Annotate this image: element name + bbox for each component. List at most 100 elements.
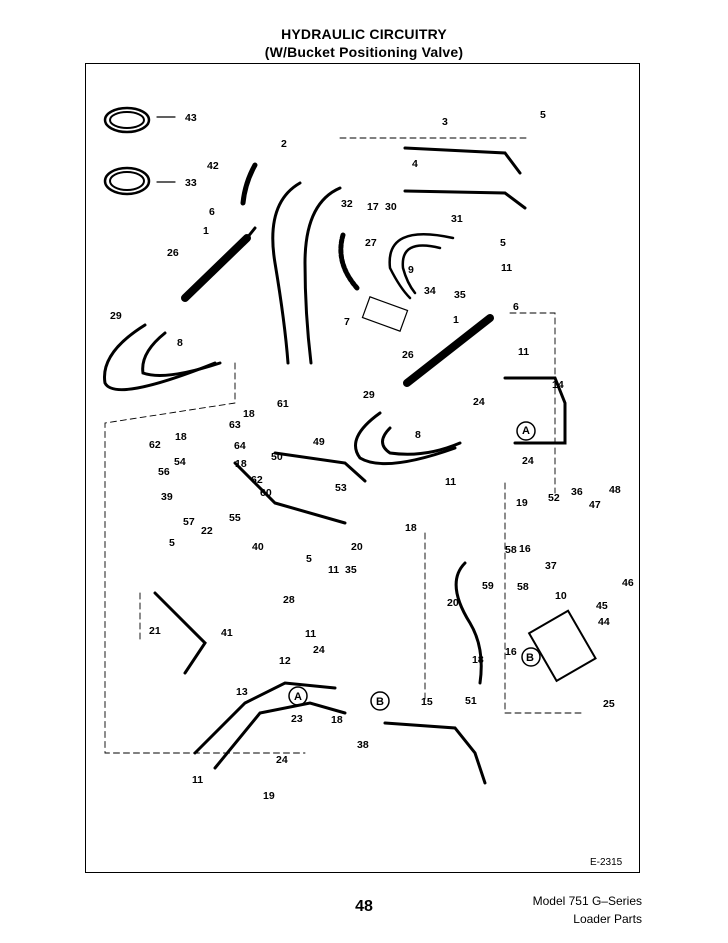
- svg-text:1: 1: [453, 314, 459, 326]
- svg-text:29: 29: [363, 389, 375, 401]
- svg-text:22: 22: [201, 525, 213, 537]
- svg-text:24: 24: [276, 754, 288, 766]
- svg-text:9: 9: [408, 264, 414, 276]
- svg-text:35: 35: [454, 289, 466, 301]
- svg-text:20: 20: [351, 541, 363, 553]
- svg-text:11: 11: [518, 346, 529, 358]
- diagram-subtitle: (W/Bucket Positioning Valve): [264, 44, 464, 60]
- svg-text:55: 55: [229, 512, 241, 524]
- svg-text:6: 6: [209, 206, 215, 218]
- svg-text:17: 17: [367, 201, 379, 213]
- svg-text:43: 43: [185, 112, 197, 124]
- svg-text:39: 39: [161, 491, 173, 503]
- svg-text:58: 58: [505, 544, 517, 556]
- svg-text:1: 1: [203, 225, 209, 237]
- svg-text:19: 19: [263, 790, 275, 802]
- svg-text:5: 5: [500, 237, 506, 249]
- svg-text:36: 36: [571, 486, 583, 498]
- svg-text:63: 63: [229, 419, 241, 431]
- svg-text:21: 21: [149, 625, 161, 637]
- svg-text:11: 11: [328, 564, 339, 576]
- svg-text:33: 33: [185, 177, 197, 189]
- svg-text:29: 29: [110, 310, 122, 322]
- svg-text:23: 23: [291, 713, 303, 725]
- svg-text:5: 5: [306, 553, 312, 565]
- svg-text:B: B: [376, 696, 384, 708]
- svg-text:16: 16: [519, 543, 531, 555]
- svg-text:61: 61: [277, 398, 289, 410]
- svg-text:6: 6: [513, 301, 519, 313]
- svg-text:13: 13: [236, 686, 248, 698]
- svg-text:18: 18: [331, 714, 343, 726]
- svg-text:62: 62: [149, 439, 161, 451]
- svg-text:46: 46: [622, 577, 634, 589]
- svg-text:5: 5: [169, 537, 175, 549]
- svg-text:20: 20: [447, 597, 459, 609]
- svg-text:16: 16: [505, 646, 517, 658]
- svg-text:24: 24: [313, 644, 325, 656]
- svg-text:41: 41: [221, 627, 233, 639]
- svg-text:8: 8: [177, 337, 183, 349]
- svg-text:58: 58: [517, 581, 529, 593]
- svg-text:47: 47: [589, 499, 601, 511]
- svg-text:8: 8: [415, 429, 421, 441]
- svg-text:19: 19: [516, 497, 528, 509]
- svg-text:54: 54: [174, 456, 186, 468]
- svg-text:31: 31: [451, 213, 463, 225]
- section-label: Loader Parts: [573, 912, 642, 926]
- svg-text:18: 18: [405, 522, 417, 534]
- svg-text:11: 11: [445, 476, 456, 488]
- svg-text:37: 37: [545, 560, 557, 572]
- svg-text:15: 15: [421, 696, 433, 708]
- svg-text:18: 18: [243, 408, 255, 420]
- svg-text:30: 30: [385, 201, 397, 213]
- svg-text:53: 53: [335, 482, 347, 494]
- svg-text:42: 42: [207, 160, 219, 172]
- svg-text:18: 18: [472, 654, 484, 666]
- svg-text:24: 24: [522, 455, 534, 467]
- svg-text:28: 28: [283, 594, 295, 606]
- svg-text:51: 51: [465, 695, 477, 707]
- svg-text:27: 27: [365, 237, 377, 249]
- svg-text:62: 62: [251, 474, 263, 486]
- svg-text:12: 12: [279, 655, 291, 667]
- diagram-code: E-2315: [590, 857, 623, 868]
- model-label: Model 751 G–Series: [532, 894, 642, 908]
- svg-text:11: 11: [192, 774, 203, 786]
- svg-text:56: 56: [158, 466, 170, 478]
- page-number: 48: [355, 898, 373, 915]
- svg-text:35: 35: [345, 564, 357, 576]
- svg-text:57: 57: [183, 516, 195, 528]
- svg-text:18: 18: [175, 431, 187, 443]
- svg-text:24: 24: [473, 396, 485, 408]
- svg-text:5: 5: [540, 109, 546, 121]
- svg-text:A: A: [294, 691, 302, 703]
- svg-text:26: 26: [402, 349, 414, 361]
- svg-text:11: 11: [501, 262, 512, 274]
- svg-text:45: 45: [596, 600, 608, 612]
- svg-text:11: 11: [305, 628, 316, 640]
- diagram-frame: [85, 63, 640, 873]
- svg-text:4: 4: [412, 158, 418, 170]
- svg-text:A: A: [522, 425, 530, 437]
- svg-text:60: 60: [260, 487, 272, 499]
- svg-text:14: 14: [552, 379, 564, 391]
- svg-text:40: 40: [252, 541, 264, 553]
- svg-text:44: 44: [598, 616, 610, 628]
- hydraulic-exploded-diagram: 43 33 42 6 26 1 29 8 2 3 5 4 30 31 32 17…: [103, 106, 634, 802]
- svg-text:52: 52: [548, 492, 560, 504]
- svg-text:7: 7: [344, 316, 350, 328]
- svg-text:18: 18: [235, 458, 247, 470]
- svg-text:B: B: [526, 652, 534, 664]
- svg-text:64: 64: [234, 440, 246, 452]
- diagram-title: HYDRAULIC CIRCUITRY: [281, 26, 447, 42]
- svg-text:10: 10: [555, 590, 567, 602]
- svg-text:49: 49: [313, 436, 325, 448]
- svg-text:34: 34: [424, 285, 436, 297]
- svg-text:2: 2: [281, 138, 287, 150]
- svg-text:38: 38: [357, 739, 369, 751]
- svg-text:32: 32: [341, 198, 353, 210]
- svg-text:50: 50: [271, 451, 283, 463]
- svg-text:59: 59: [482, 580, 494, 592]
- svg-text:25: 25: [603, 698, 615, 710]
